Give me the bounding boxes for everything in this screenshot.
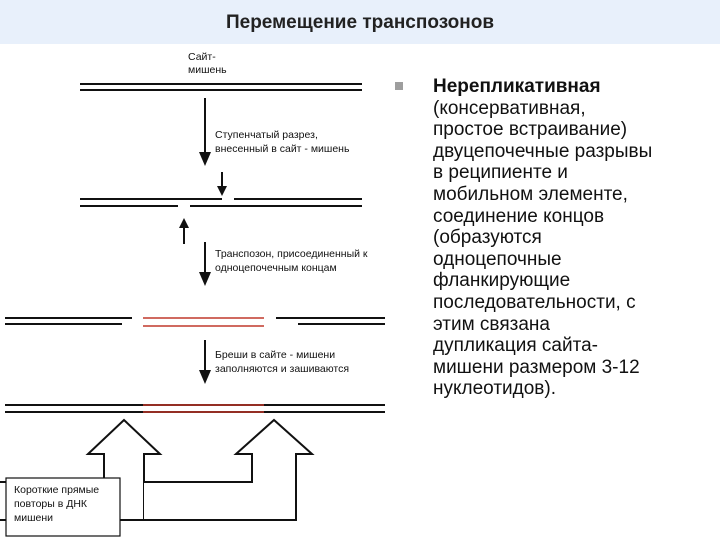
repeats-label-line3: мишени [14,512,53,524]
text-line: последовательности, с [433,291,636,313]
down-arrow-icon [199,340,211,384]
down-arrow-icon [199,98,211,166]
heading: Нерепликативная [433,76,601,97]
target-site-label-line2: мишень [188,64,227,76]
title-bar [0,0,720,44]
text-line: мобильном элементе, [433,183,628,205]
down-arrow-icon [199,242,211,286]
cut-marker-top-icon [217,172,227,196]
text-line: двуцепочечные разрывы [433,140,653,162]
repeats-label-line2: повторы в ДНК [14,498,88,510]
repaired-dna [5,404,385,413]
text-line: (образуются [433,227,542,249]
text-line: дупликация сайта- [433,335,598,357]
step3-label-line2: заполняются и зашиваются [215,363,349,375]
page-title: Перемещение транспозонов [225,12,495,33]
text-line: в реципиенте и [433,162,568,184]
step2-label-line2: одноцепочечным концам [215,262,337,274]
dna-with-transposon [5,317,385,327]
text-line: этим связана [433,313,550,335]
step2-label-line1: Транспозон, присоединенный к [215,248,368,260]
text-line: (консервативная, [433,97,586,119]
transposition-diagram: Сайт- мишень Ступенчатый разрез, внесенн… [0,51,385,537]
repeats-label-line1: Короткие прямые [14,484,99,496]
text-line: простое встраивание) [433,119,628,141]
cut-marker-bottom-icon [179,218,189,244]
description-text: Нерепликативная (консервативная, простое… [395,76,715,400]
paragraph-breaks: двуцепочечные разрывы в реципиенте и моб… [395,141,715,206]
repeats-label-box [5,477,121,537]
text-line: нуклеотидов). [433,378,556,400]
bullet-icon [395,82,403,90]
paragraph-joining: соединение концов (образуются одноцепочн… [395,206,715,400]
text-line: одноцепочные [433,248,562,270]
bullet-item: Нерепликативная (консервативная, простое… [395,76,715,141]
step1-label-line1: Ступенчатый разрез, [215,129,318,141]
text-line: соединение концов [433,205,605,227]
step1-label-line2: внесенный в сайт - мишень [215,143,350,155]
text-line: мишени размером 3-12 [433,356,640,378]
text-line: фланкирующие [433,270,571,292]
repeat-arrow-right-icon [144,418,315,521]
target-site-label-line1: Сайт- [188,51,216,63]
step3-label-line1: Бреши в сайте - мишени [215,349,335,361]
cut-dna [80,198,362,207]
target-dna [80,83,362,91]
